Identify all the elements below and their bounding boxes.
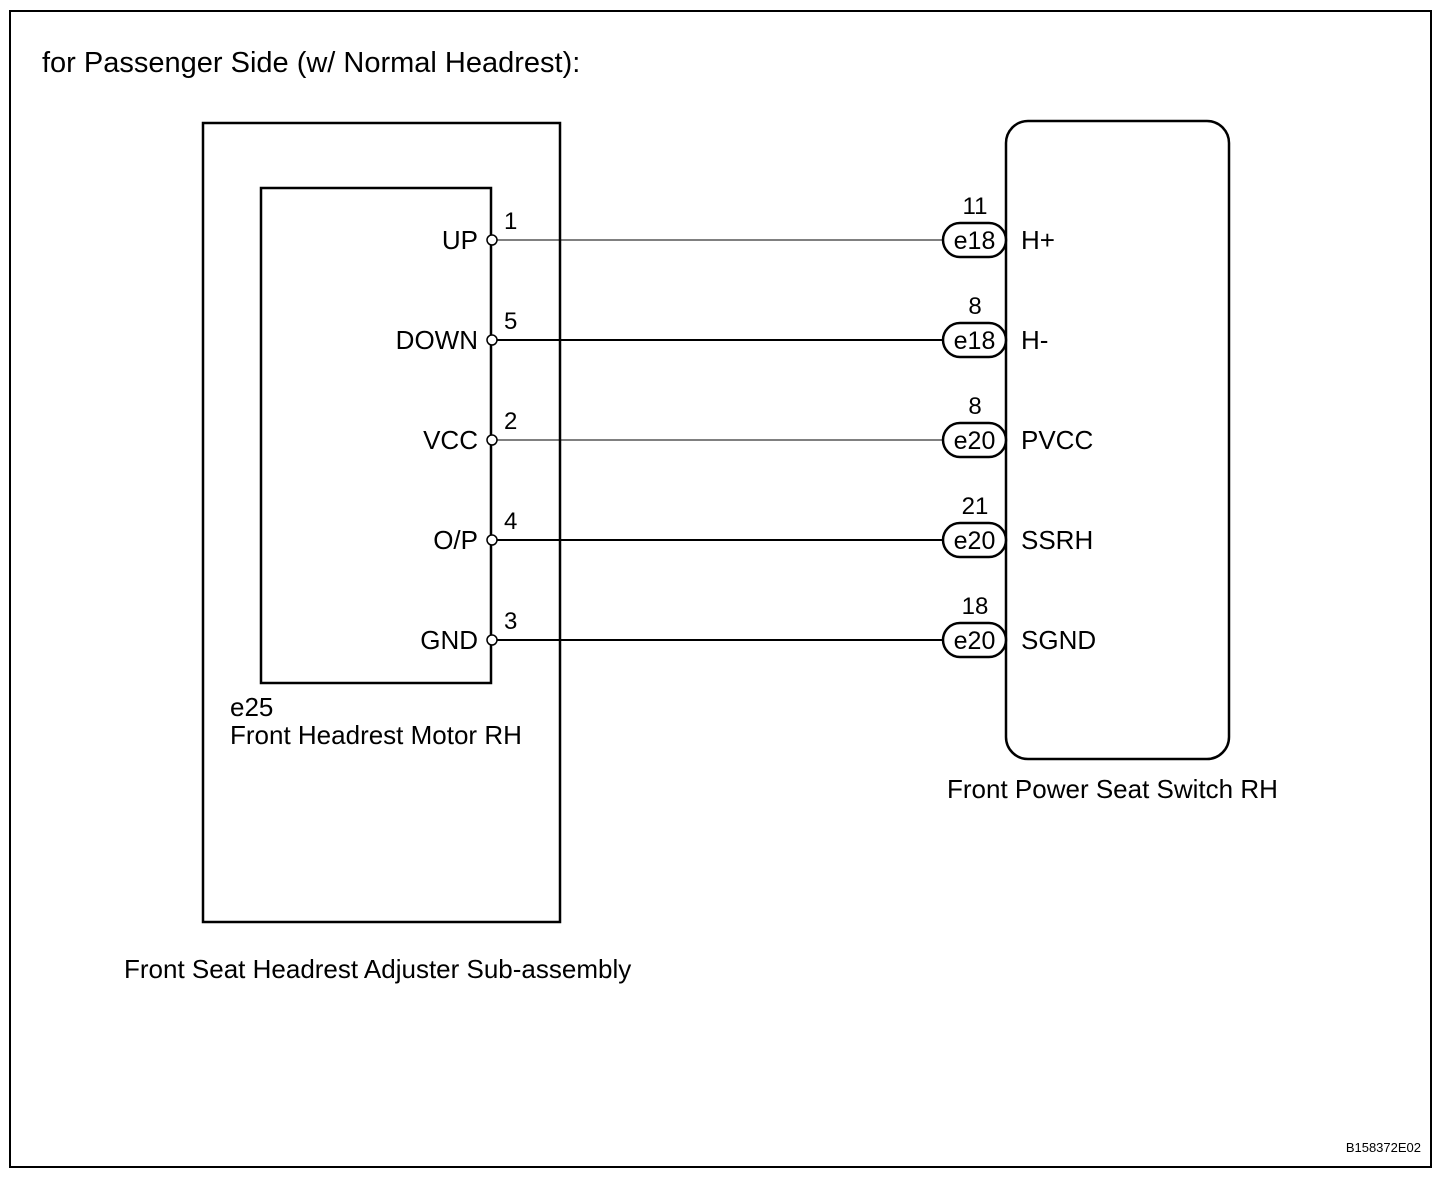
figure-code: B158372E02: [1346, 1140, 1421, 1155]
connector-oval: [941, 521, 1008, 559]
headrest-adjuster-name: Front Seat Headrest Adjuster Sub-assembl…: [124, 954, 631, 984]
connector-code: e20: [954, 627, 996, 655]
terminal-circle: [486, 434, 498, 446]
connector-oval: [941, 221, 1008, 259]
motor-terminal-label: O/P: [433, 525, 478, 555]
terminal-circle: [486, 534, 498, 546]
motor-pin-number: 4: [504, 508, 517, 535]
motor-connector-code: e25: [230, 692, 273, 722]
switch-pin-number: 11: [963, 193, 988, 220]
motor-name: Front Headrest Motor RH: [230, 720, 522, 750]
switch-pin-number: 18: [962, 593, 989, 620]
motor-terminal-label: VCC: [423, 425, 478, 455]
headrest-adjuster-box: [201, 121, 562, 924]
motor-terminal-label: GND: [420, 625, 478, 655]
connector-code: e20: [954, 527, 996, 555]
connector-code: e18: [954, 327, 996, 355]
motor-terminal-label: UP: [442, 225, 478, 255]
terminal-circle: [486, 334, 498, 346]
connector-oval: [941, 421, 1008, 459]
switch-terminal-label: H+: [1021, 225, 1055, 255]
motor-pin-number: 5: [504, 308, 517, 335]
motor-pin-number: 3: [504, 608, 517, 635]
connector-code: e20: [954, 427, 996, 455]
switch-pin-number: 21: [962, 493, 989, 520]
switch-pin-number: 8: [968, 393, 981, 420]
switch-pin-number: 8: [968, 293, 981, 320]
diagram-title: for Passenger Side (w/ Normal Headrest):: [42, 47, 580, 79]
terminal-circle: [486, 234, 498, 246]
motor-terminal-label: DOWN: [396, 325, 478, 355]
connector-oval: [941, 621, 1008, 659]
wire-group: UP1e1811H+DOWN5e188H-VCC2e208PVCCO/P4e20…: [396, 193, 1096, 659]
switch-terminal-label: SSRH: [1021, 525, 1093, 555]
switch-terminal-label: SGND: [1021, 625, 1096, 655]
switch-terminal-label: PVCC: [1021, 425, 1093, 455]
motor-pin-number: 1: [504, 208, 517, 235]
terminal-circle: [486, 634, 498, 646]
diagram-frame: [9, 10, 1432, 1168]
connector-code: e18: [954, 227, 996, 255]
motor-pin-number: 2: [504, 408, 517, 435]
switch-terminal-label: H-: [1021, 325, 1048, 355]
connector-oval: [941, 321, 1008, 359]
power-seat-switch-name: Front Power Seat Switch RH: [947, 774, 1278, 804]
